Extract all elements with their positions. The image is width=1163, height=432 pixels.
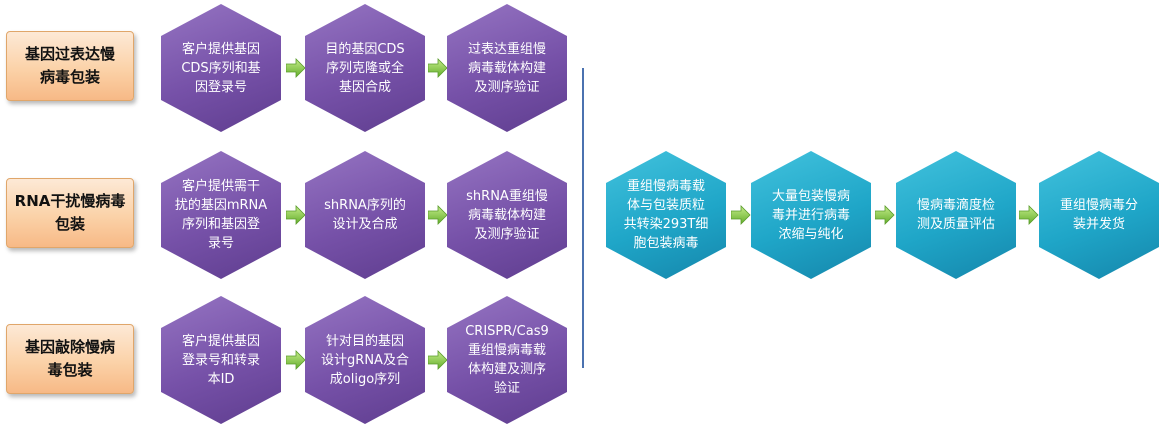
final-step-4: 重组慢病毒分装并发货 [1039,151,1159,279]
label-rna-interference: RNA干扰慢病毒包装 [6,178,134,248]
arrow-right-icon [428,205,448,225]
label-gene-knockout: 基因敲除慢病毒包装 [6,324,134,394]
arrow-right-icon [428,350,448,370]
divider-line [582,68,584,368]
step-row3-2: 针对目的基因设计gRNA及合成oligo序列 [305,296,425,424]
label-overexpression: 基因过表达慢病毒包装 [6,31,134,101]
arrow-right-icon [875,205,895,225]
arrow-right-icon [428,58,448,78]
step-row2-3: shRNA重组慢病毒载体构建及测序验证 [447,151,567,279]
step-row2-2: shRNA序列的设计及合成 [305,151,425,279]
arrow-right-icon [1019,205,1039,225]
step-row1-3: 过表达重组慢病毒载体构建及测序验证 [447,4,567,132]
step-row3-1: 客户提供基因登录号和转录本ID [161,296,281,424]
arrow-right-icon [286,350,306,370]
arrow-right-icon [286,58,306,78]
arrow-right-icon [286,205,306,225]
final-step-3: 慢病毒滴度检测及质量评估 [896,151,1016,279]
final-step-2: 大量包装慢病毒并进行病毒浓缩与纯化 [751,151,871,279]
final-step-1: 重组慢病毒载体与包装质粒共转染293T细胞包装病毒 [606,151,726,279]
arrow-right-icon [731,205,751,225]
